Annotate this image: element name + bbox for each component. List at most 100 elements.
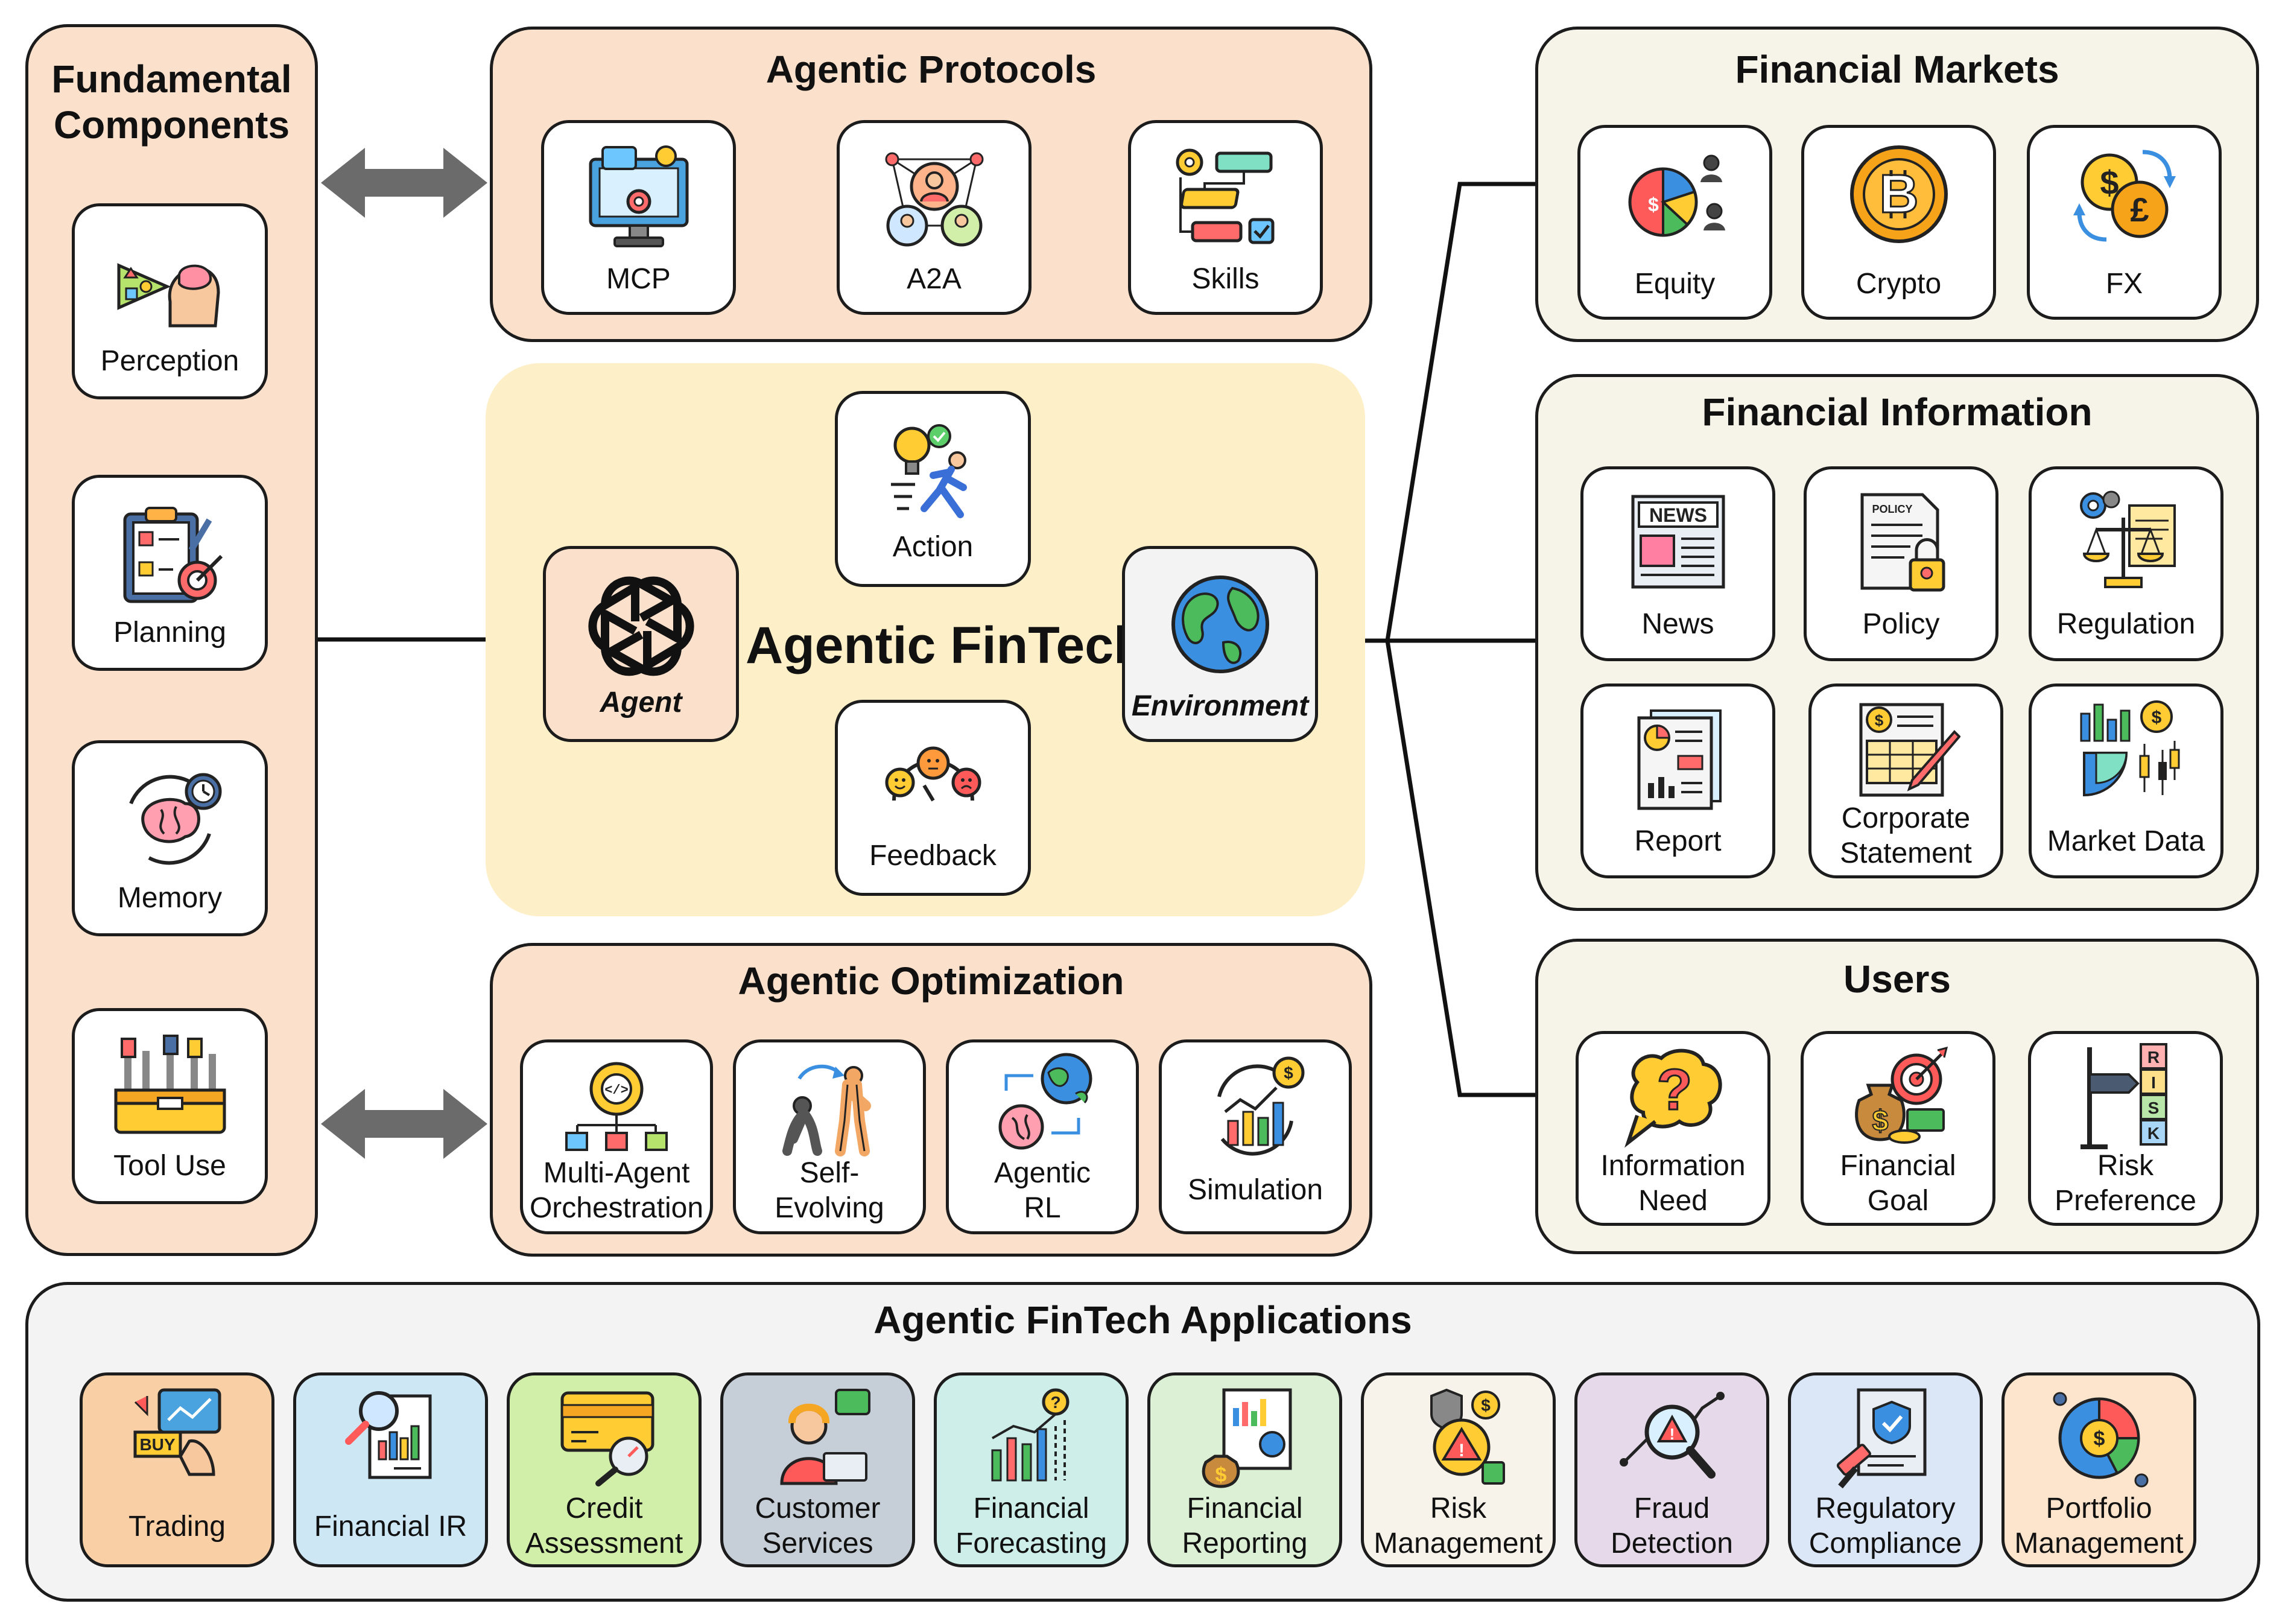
card-planning[interactable]: Planning (72, 475, 268, 671)
svg-text:B: B (1879, 164, 1918, 224)
card-regulation[interactable]: Regulation (2029, 466, 2223, 661)
fx-label: FX (2105, 268, 2143, 300)
card-skills[interactable]: Skills (1128, 120, 1323, 315)
app-label: Financial IR (296, 1509, 485, 1544)
mcp-label: MCP (606, 263, 671, 295)
app-card-1[interactable]: BUY Trading (80, 1372, 274, 1567)
memory-label: Memory (117, 882, 223, 914)
optimization-double-arrow (321, 1089, 487, 1159)
market-data-label: Market Data (2047, 825, 2205, 857)
card-financial-goal[interactable]: $ Financial Goal (1801, 1031, 1995, 1226)
agentic-protocols-panel: Agentic Protocols MCP A2A (490, 27, 1372, 342)
card-news[interactable]: NEWS News (1580, 466, 1775, 661)
card-action[interactable]: Action (835, 391, 1031, 587)
card-corporate-statement[interactable]: $ Corporate Statement (1808, 684, 2003, 878)
card-self-evolving[interactable]: Self- Evolving (733, 1039, 926, 1234)
app-label-line2: Management (2014, 1527, 2184, 1559)
tool-use-label: Tool Use (113, 1150, 226, 1182)
information-title: Financial Information (1702, 390, 2093, 434)
feedback-emoji-icon (885, 746, 981, 802)
financial-goal-line2: Goal (1867, 1185, 1929, 1217)
a2a-label: A2A (907, 263, 962, 295)
card-policy[interactable]: POLICY Policy (1804, 466, 1998, 661)
users-title: Users (1843, 957, 1951, 1001)
card-market-data[interactable]: $ Market Data (2029, 684, 2223, 878)
app-label-line2: Detection (1611, 1527, 1733, 1559)
policy-label: Policy (1862, 608, 1940, 640)
risk-preference-line1: Risk (2097, 1150, 2154, 1182)
app-label-line1: Financial (1187, 1492, 1303, 1524)
card-environment[interactable]: Environment (1122, 546, 1318, 742)
action-icon (890, 424, 967, 518)
svg-text:$: $ (1284, 1064, 1293, 1082)
card-feedback[interactable]: Feedback (835, 700, 1031, 896)
card-information-need[interactable]: ? Information Need (1576, 1031, 1770, 1226)
fundamental-title: Fundamental Components (28, 56, 315, 148)
svg-text:$: $ (2093, 1427, 2105, 1450)
crypto-label: Crypto (1856, 268, 1942, 300)
card-multi-agent-orchestration[interactable]: </> Multi-Agent Orchestration (520, 1039, 713, 1234)
svg-text:NEWS: NEWS (1649, 504, 1707, 526)
card-perception[interactable]: Perception (72, 203, 268, 399)
card-report[interactable]: Report (1580, 684, 1775, 878)
card-risk-preference[interactable]: R I S K Risk Preference (2028, 1031, 2223, 1226)
feedback-label: Feedback (869, 840, 997, 872)
applications-title: Agentic FinTech Applications (873, 1298, 1412, 1342)
users-panel: Users ? Information Need $ Financial Goa… (1535, 939, 2259, 1254)
svg-text:POLICY: POLICY (1872, 503, 1912, 515)
fundamental-components-panel: Fundamental Components Perception Planni… (25, 24, 318, 1256)
equity-icon: $ (1628, 154, 1725, 237)
planning-label: Planning (113, 617, 226, 649)
svg-text:R: R (2147, 1048, 2159, 1067)
globe-icon (1171, 576, 1269, 673)
app-card-2[interactable]: Financial IR (293, 1372, 488, 1567)
svg-text:BUY: BUY (139, 1435, 175, 1454)
svg-text:I: I (2151, 1073, 2156, 1092)
card-tool-use[interactable]: Tool Use (72, 1008, 268, 1204)
svg-text:?: ? (1050, 1393, 1060, 1412)
card-agentic-rl[interactable]: Agentic RL (946, 1039, 1139, 1234)
risk-management-icon: $! (1430, 1388, 1505, 1485)
card-a2a[interactable]: A2A (837, 120, 1032, 315)
multi-agent-label-line2: Orchestration (529, 1192, 704, 1224)
app-label: Trading (83, 1509, 271, 1544)
card-crypto[interactable]: B Crypto (1801, 125, 1996, 320)
card-memory[interactable]: Memory (72, 740, 268, 936)
self-evolving-icon (782, 1064, 871, 1156)
bitcoin-icon: B (1849, 145, 1948, 243)
app-label-line2: Compliance (1808, 1527, 1962, 1559)
openai-agent-icon (588, 576, 694, 676)
fraud-detection-icon: ! (1619, 1392, 1725, 1479)
perception-icon (117, 263, 220, 328)
agentic-rl-label: Agentic RL (949, 1156, 1136, 1226)
svg-text:</>: </> (604, 1083, 629, 1098)
card-equity[interactable]: $ Equity (1577, 125, 1772, 320)
card-agent[interactable]: Agent (543, 546, 739, 742)
app-label-line1: Financial (973, 1492, 1089, 1524)
multi-agent-icon: </> (565, 1062, 668, 1151)
card-simulation[interactable]: $ Simulation (1159, 1039, 1352, 1234)
card-mcp[interactable]: MCP (541, 120, 736, 315)
app-label-line1: Credit (565, 1492, 643, 1524)
svg-text:$: $ (1648, 194, 1659, 215)
svg-text:$: $ (2151, 708, 2161, 728)
agentic-fintech-title: Agentic FinTech (746, 617, 1146, 674)
svg-text:!: ! (1669, 1425, 1675, 1443)
svg-text:$: $ (1874, 711, 1883, 729)
financial-goal-label: Financial Goal (1804, 1149, 1992, 1219)
app-label-line2: Forecasting (956, 1527, 1107, 1559)
market-data-icon: $ (2080, 700, 2179, 797)
card-fx[interactable]: $ £ FX (2027, 125, 2222, 320)
a2a-icon (885, 152, 983, 247)
